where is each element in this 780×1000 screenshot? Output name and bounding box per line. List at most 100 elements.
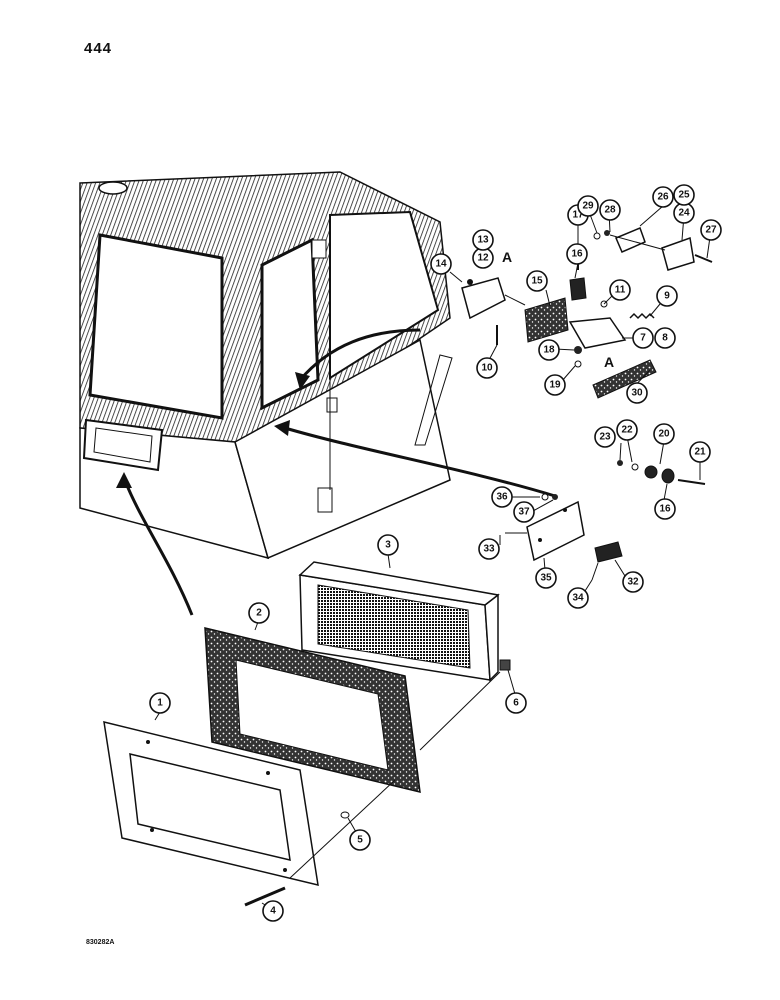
callout-16-upper: 16 bbox=[566, 243, 588, 265]
callout-15: 15 bbox=[526, 270, 548, 292]
svg-text:19: 19 bbox=[549, 380, 561, 391]
cab-body bbox=[79, 171, 453, 560]
rubber-strip bbox=[592, 359, 657, 399]
callout-23: 23 bbox=[594, 426, 616, 448]
svg-text:7: 7 bbox=[640, 333, 646, 344]
drawing-id: 830282A bbox=[86, 939, 115, 946]
svg-text:16: 16 bbox=[571, 249, 583, 260]
callout-30: 30 bbox=[626, 382, 648, 404]
svg-text:8: 8 bbox=[662, 333, 668, 344]
svg-text:26: 26 bbox=[657, 192, 669, 203]
grille-fasteners bbox=[244, 659, 511, 907]
callouts: 1 2 3 4 5 6 7 8 9 10 11 12 13 14 15 16 1… bbox=[149, 184, 722, 922]
svg-text:4: 4 bbox=[270, 906, 276, 917]
callout-37: 37 bbox=[513, 501, 535, 523]
callout-22: 22 bbox=[616, 419, 638, 441]
page-number: 444 bbox=[84, 40, 113, 57]
callout-8: 8 bbox=[654, 327, 676, 349]
svg-text:35: 35 bbox=[540, 573, 552, 584]
svg-text:2: 2 bbox=[256, 608, 262, 619]
svg-text:34: 34 bbox=[572, 593, 584, 604]
callout-29: 29 bbox=[577, 195, 599, 217]
svg-text:32: 32 bbox=[627, 577, 639, 588]
latch-mechanism bbox=[594, 541, 623, 563]
svg-text:11: 11 bbox=[615, 285, 626, 296]
svg-text:20: 20 bbox=[658, 429, 670, 440]
gasket bbox=[204, 627, 421, 793]
callout-6: 6 bbox=[505, 692, 527, 714]
svg-text:36: 36 bbox=[496, 492, 508, 503]
cab-side-body bbox=[234, 338, 451, 560]
grab-rail bbox=[414, 354, 453, 446]
callout-leaders bbox=[154, 205, 711, 909]
roof-vent bbox=[98, 181, 128, 195]
striker-plate bbox=[661, 236, 695, 271]
svg-text:10: 10 bbox=[481, 363, 493, 374]
cab-grille-opening bbox=[82, 418, 164, 472]
svg-text:16: 16 bbox=[659, 504, 671, 515]
arrow-to-cab-side bbox=[284, 426, 556, 498]
svg-text:22: 22 bbox=[621, 425, 633, 436]
cab-window-door bbox=[260, 237, 320, 411]
svg-text:21: 21 bbox=[694, 447, 706, 458]
svg-text:3: 3 bbox=[385, 540, 391, 551]
svg-text:37: 37 bbox=[518, 507, 530, 518]
callout-26: 26 bbox=[652, 186, 674, 208]
svg-text:14: 14 bbox=[435, 259, 447, 270]
callout-11: 11 bbox=[609, 279, 631, 301]
spring bbox=[629, 312, 655, 320]
callout-16-lower: 16 bbox=[654, 498, 676, 520]
striker-spacer bbox=[615, 227, 646, 253]
callout-20: 20 bbox=[653, 423, 675, 445]
callout-4: 4 bbox=[262, 900, 284, 922]
svg-text:30: 30 bbox=[631, 388, 643, 399]
svg-text:29: 29 bbox=[582, 201, 594, 212]
svg-text:24: 24 bbox=[678, 208, 690, 219]
callout-18: 18 bbox=[538, 339, 560, 361]
callout-21: 21 bbox=[689, 441, 711, 463]
svg-text:1: 1 bbox=[157, 698, 163, 709]
latch-bracket bbox=[461, 277, 506, 320]
callout-2: 2 bbox=[248, 602, 270, 624]
rubber-bumper bbox=[569, 277, 587, 301]
screw bbox=[244, 886, 286, 907]
callout-33: 33 bbox=[478, 538, 500, 560]
callout-35: 35 bbox=[535, 567, 557, 589]
svg-text:33: 33 bbox=[483, 544, 495, 555]
svg-text:18: 18 bbox=[543, 345, 555, 356]
latch-plate bbox=[526, 500, 585, 562]
callout-36: 36 bbox=[491, 486, 513, 508]
door-hinge-lower bbox=[317, 487, 333, 513]
callout-24: 24 bbox=[673, 202, 695, 224]
callout-14: 14 bbox=[430, 253, 452, 275]
filter-mesh bbox=[317, 584, 471, 669]
svg-text:6: 6 bbox=[513, 698, 519, 709]
washer bbox=[340, 811, 350, 819]
callout-3: 3 bbox=[377, 534, 399, 556]
svg-text:12: 12 bbox=[477, 253, 489, 264]
callout-34: 34 bbox=[567, 587, 589, 609]
svg-text:27: 27 bbox=[705, 225, 717, 236]
svg-text:13: 13 bbox=[477, 235, 489, 246]
ref-marker-upper: A bbox=[502, 249, 512, 265]
grille-frame bbox=[103, 721, 319, 886]
callout-13: 13 bbox=[472, 229, 494, 251]
callout-19: 19 bbox=[544, 374, 566, 396]
callout-25: 25 bbox=[673, 184, 695, 206]
callout-28: 28 bbox=[599, 199, 621, 221]
latch-block bbox=[524, 297, 569, 343]
svg-text:25: 25 bbox=[678, 190, 690, 201]
filter-element bbox=[298, 561, 500, 682]
svg-text:28: 28 bbox=[604, 205, 616, 216]
svg-text:23: 23 bbox=[599, 432, 611, 443]
clip-nut bbox=[499, 659, 511, 671]
door-hinge-upper bbox=[311, 239, 327, 259]
door-hinge-middle bbox=[326, 397, 338, 413]
callout-7: 7 bbox=[632, 327, 654, 349]
ref-marker-lower: A bbox=[604, 354, 614, 370]
callout-12: 12 bbox=[472, 247, 494, 269]
svg-text:15: 15 bbox=[531, 276, 543, 287]
callout-10: 10 bbox=[476, 357, 498, 379]
assembly-arrows bbox=[116, 328, 556, 616]
